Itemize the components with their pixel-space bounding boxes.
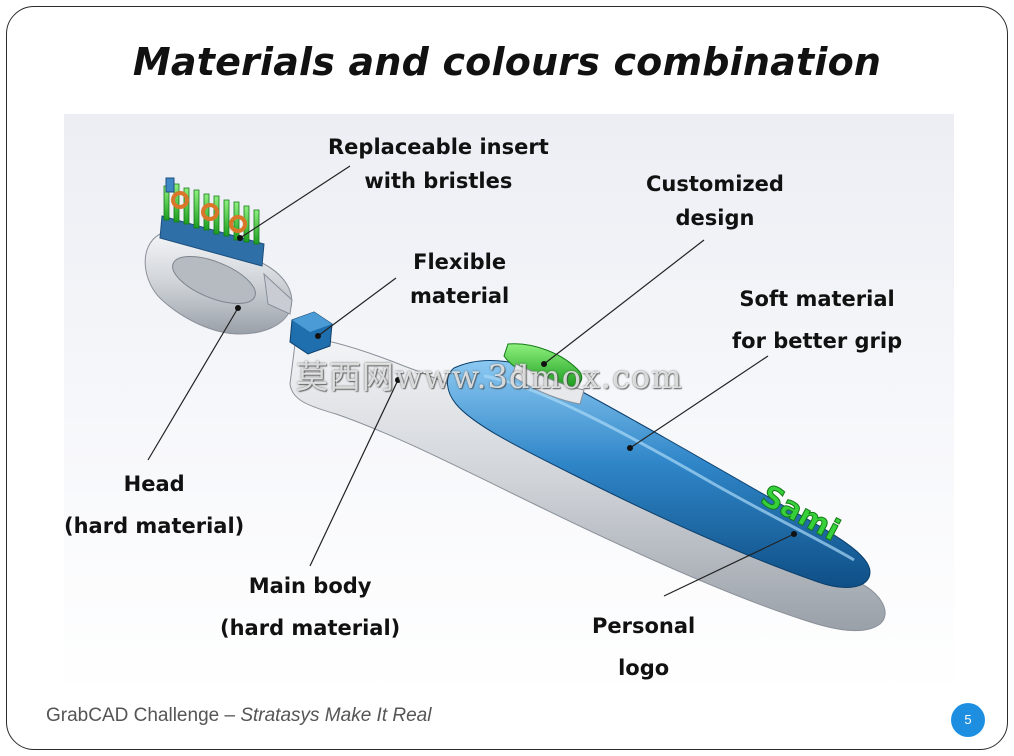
toothbrush-render: Sami [64, 114, 954, 696]
callout-flexible-line-1: Flexible [413, 250, 507, 274]
callout-logo-line-2: logo [618, 656, 670, 680]
callout-body-line-1: Main body [248, 574, 372, 598]
flexible-connector [289, 311, 333, 355]
footer-italic: Stratasys Make It Real [240, 705, 432, 726]
callout-personal-logo: Personal logo [592, 605, 695, 689]
callout-main-body: Main body (hard material) [220, 565, 400, 649]
page-number-badge: 5 [951, 703, 985, 737]
watermark: 莫西网www.3dmox.com [296, 358, 683, 396]
callout-head: Head (hard material) [64, 463, 244, 547]
callout-insert-line-2: with bristles [364, 169, 513, 193]
slide-footer: GrabCAD Challenge – Stratasys Make It Re… [46, 705, 431, 727]
head-shape [144, 232, 293, 335]
callout-soft-line-1: Soft material [739, 287, 895, 311]
toothbrush-illustration: Sami [64, 114, 954, 696]
leader-lines [147, 165, 795, 597]
callout-soft-line-2: for better grip [732, 329, 903, 353]
slide-title: Materials and colours combination [132, 40, 882, 84]
callout-replaceable-insert: Replaceable insert with bristles [328, 130, 549, 198]
callout-head-line-1: Head [123, 472, 185, 496]
callout-insert-line-1: Replaceable insert [328, 135, 549, 159]
callout-flexible-line-2: material [410, 284, 510, 308]
callout-logo-line-1: Personal [592, 614, 696, 638]
callout-soft-material: Soft material for better grip [732, 278, 902, 362]
leader-dots [235, 235, 797, 537]
callout-flexible-material: Flexible material [410, 245, 509, 313]
callout-design-line-2: design [675, 206, 755, 230]
footer-prefix: GrabCAD Challenge – [46, 705, 241, 726]
callout-customized-design: Customized design [646, 167, 784, 235]
callout-design-line-1: Customized [646, 172, 784, 196]
callout-head-line-2: (hard material) [64, 514, 245, 538]
callout-body-line-2: (hard material) [220, 616, 401, 640]
soft-grip-handle [447, 359, 871, 588]
